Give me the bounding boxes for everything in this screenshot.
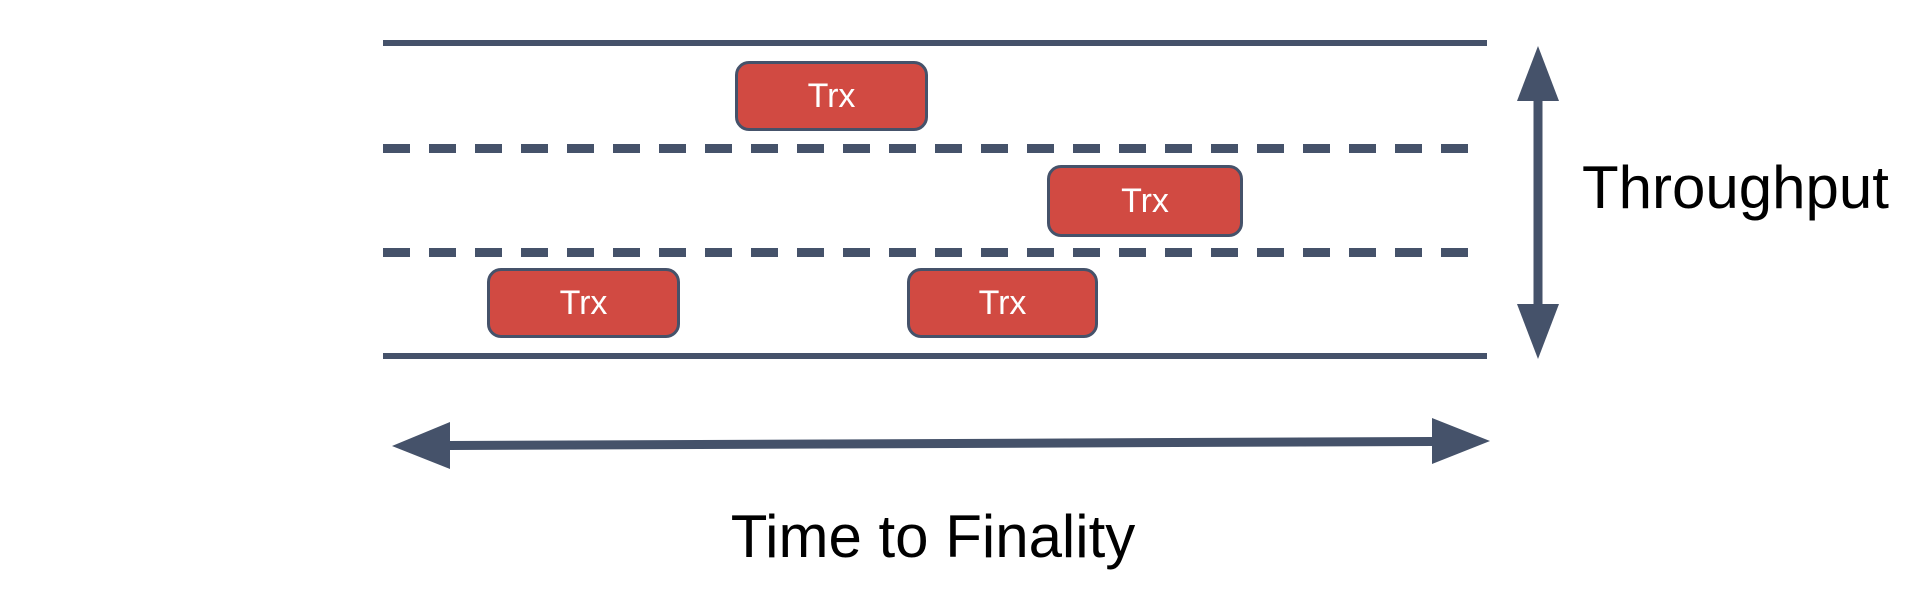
throughput-axis-arrow-icon bbox=[1517, 46, 1559, 359]
road-top-line bbox=[383, 40, 1487, 46]
lane-divider-1 bbox=[383, 144, 1487, 153]
trx-box-bottom-lane-left: Trx bbox=[487, 268, 680, 338]
trx-box-bottom-lane-right: Trx bbox=[907, 268, 1098, 338]
lane-divider-2 bbox=[383, 248, 1487, 257]
time-axis-arrow-icon bbox=[392, 418, 1490, 469]
trx-box-middle-lane: Trx bbox=[1047, 165, 1243, 237]
trx-box-top-lane: Trx bbox=[735, 61, 928, 131]
throughput-label: Throughput bbox=[1582, 154, 1889, 221]
time-to-finality-label: Time to Finality bbox=[730, 503, 1136, 570]
road-bottom-line bbox=[383, 353, 1487, 359]
